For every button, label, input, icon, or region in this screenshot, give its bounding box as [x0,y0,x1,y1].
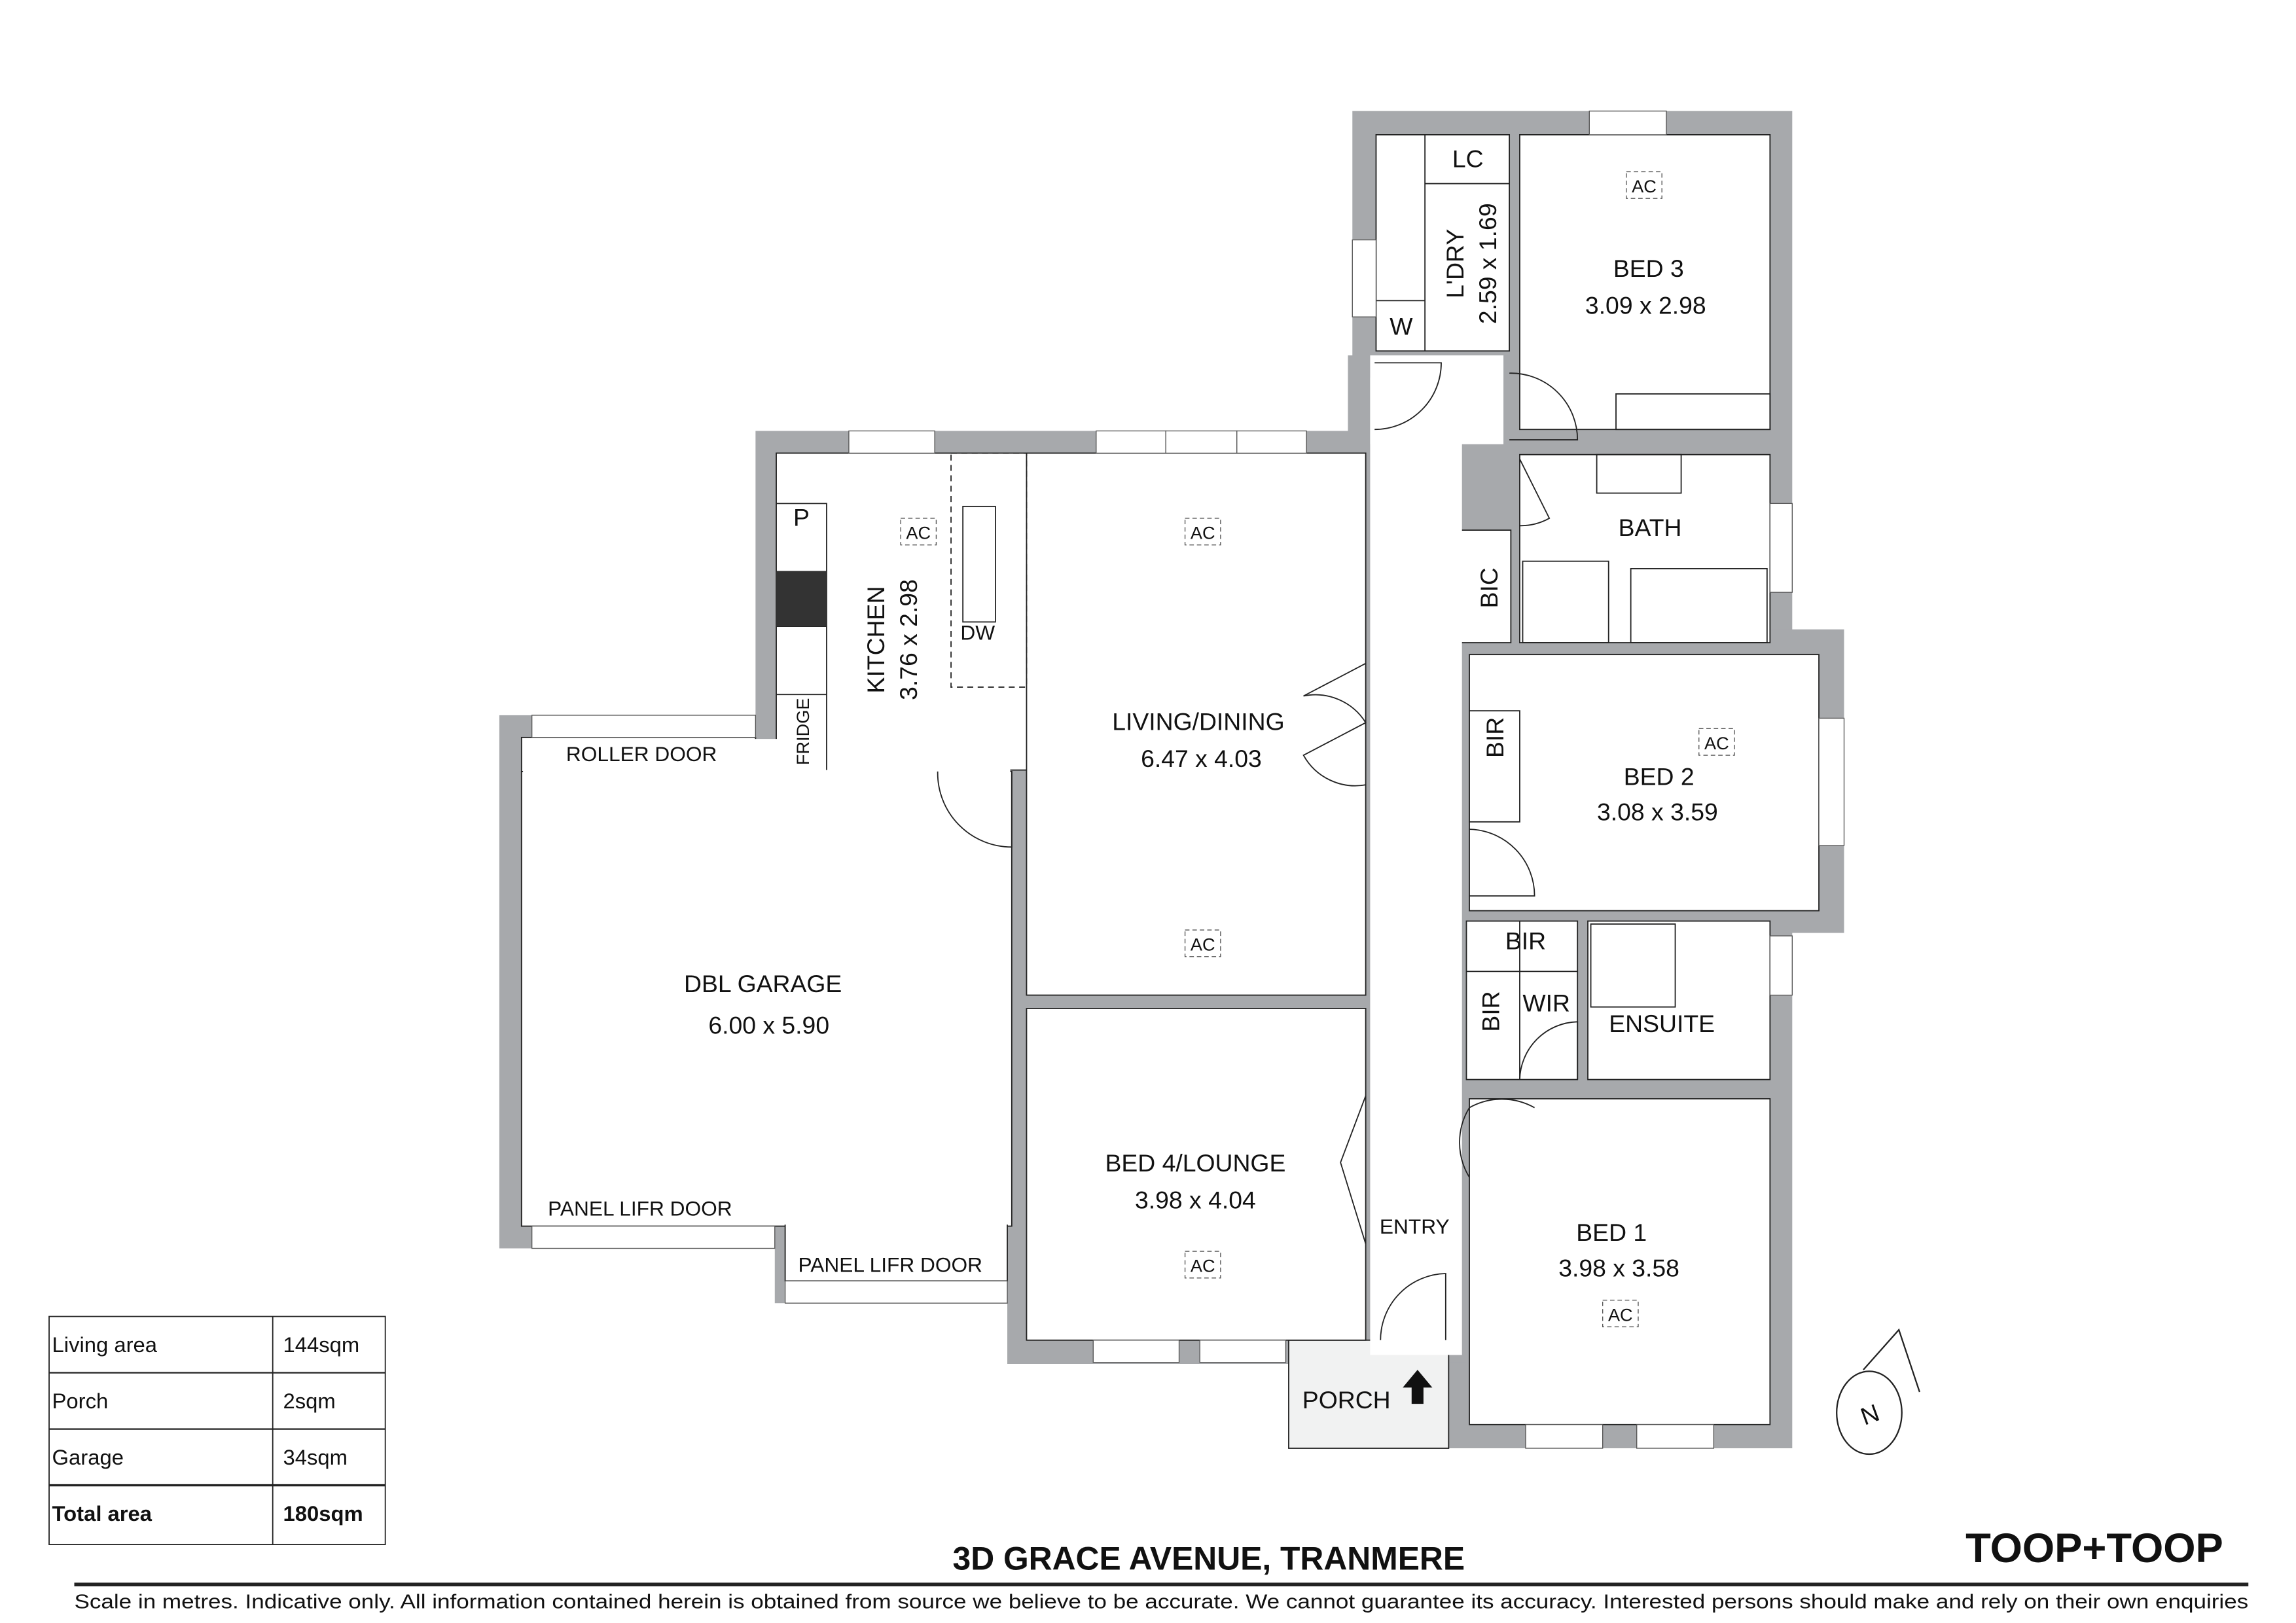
ensuite-label: ENSUITE [1609,1010,1715,1037]
table-label-total: Total area [52,1501,152,1525]
panel-door-label-2: PANEL LIFR DOOR [798,1253,982,1277]
kitchen-size: 3.76 x 2.98 [895,579,922,700]
area-table: Living area 144sqm Porch 2sqm Garage 34s… [48,1315,386,1545]
table-label-porch: Porch [52,1389,109,1413]
pantry-label: P [793,503,810,531]
property-title: 3D GRACE AVENUE, TRANMERE [953,1541,1465,1577]
table-value-porch: 2sqm [283,1389,336,1413]
bir-label-bed1: BIR [1505,927,1546,954]
table-label-living: Living area [52,1332,158,1357]
disclaimer: Scale in metres. Indicative only. All in… [74,1590,2248,1613]
north-compass: N [1836,1328,1920,1455]
ac-markers: AC AC AC AC AC AC AC [900,171,1735,1328]
living-size: 6.47 x 4.03 [1141,745,1262,772]
table-value-total: 180sqm [283,1501,363,1525]
washer-label: W [1390,312,1413,340]
ac-label: AC [1632,176,1657,196]
bic-label: BIC [1475,567,1503,608]
dishwasher-label: DW [960,621,995,645]
brand-logo: TOOP+TOOP [1965,1525,2223,1571]
panel-door-label: PANEL LIFR DOOR [548,1197,732,1221]
bed4-size: 3.98 x 4.04 [1135,1186,1256,1213]
roller-door-label: ROLLER DOOR [566,742,717,766]
lc-label: LC [1452,145,1484,173]
table-label-garage: Garage [52,1445,124,1469]
entry-label: ENTRY [1380,1215,1450,1238]
laundry-size: 2.59 x 1.69 [1474,203,1501,324]
bir-label-bed1-side: BIR [1477,991,1504,1031]
entry-arrow-icon [1403,1370,1433,1404]
garage-size: 6.00 x 5.90 [708,1011,829,1039]
garage-label: DBL GARAGE [684,970,842,997]
ac-label: AC [1191,1256,1215,1276]
bed4-label: BED 4/LOUNGE [1105,1149,1285,1177]
rooms [520,134,1820,1425]
bath-label: BATH [1619,514,1682,541]
ac-label: AC [906,523,931,543]
bed1-size: 3.98 x 3.58 [1558,1255,1679,1282]
ac-label: AC [1191,523,1215,543]
bed2-label: BED 2 [1624,762,1695,790]
bir-label-bed2: BIR [1481,717,1509,758]
ac-label: AC [1191,935,1215,955]
north-arrow-icon [1863,1328,1920,1393]
bed3-size: 3.09 x 2.98 [1585,292,1706,319]
laundry-label: L'DRY [1441,229,1469,298]
wir-label: WIR [1522,989,1570,1016]
table-value-living: 144sqm [283,1332,360,1357]
ac-label: AC [1608,1304,1633,1325]
porch-label: PORCH [1302,1386,1391,1414]
living-label: LIVING/DINING [1112,708,1284,736]
cooktop-icon [776,571,827,627]
fridge-label: FRIDGE [793,698,813,766]
ac-label: AC [1704,733,1729,753]
bed3-label: BED 3 [1613,255,1684,282]
kitchen-label: KITCHEN [862,586,889,694]
compass-n-label: N [1857,1399,1883,1431]
bed1-label: BED 1 [1576,1219,1647,1246]
windows [531,111,1845,1449]
bed2-size: 3.08 x 3.59 [1597,798,1718,826]
table-value-garage: 34sqm [283,1445,348,1469]
doors [937,362,1579,1340]
